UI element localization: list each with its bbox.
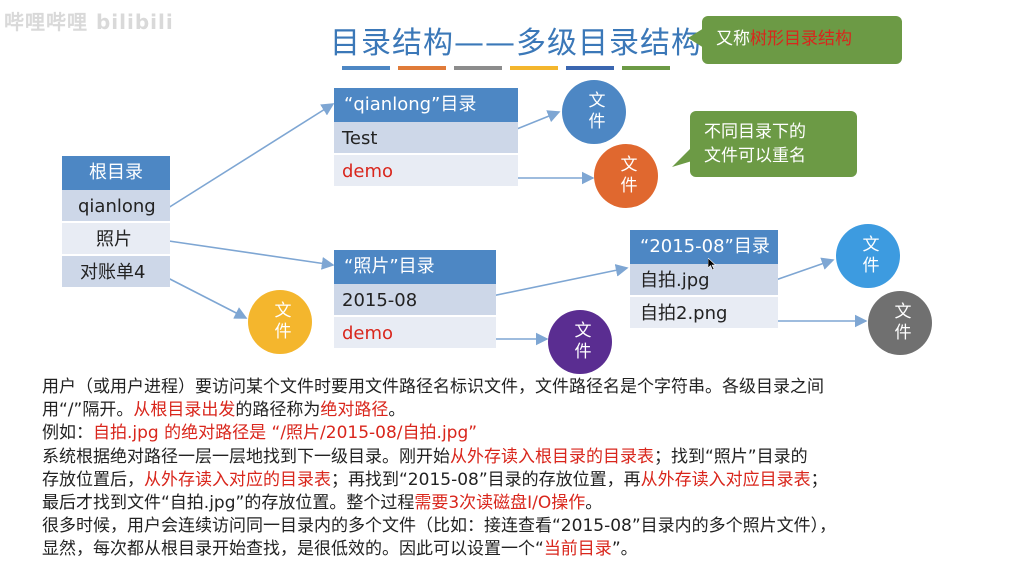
arrow-jpg-to-file xyxy=(766,257,835,284)
text: ；再找到“2015-08”目录的存放位置，再 xyxy=(331,469,641,490)
page-title: 目录结构——多级目录结构 xyxy=(330,26,702,61)
text-line: 存放位置后，从外存读入对应的目录表；再找到“2015-08”目录的存放位置，再从… xyxy=(42,469,1002,492)
text: 很多时候，用户会连续访问同一目录内的多个文件（比如：接连查看“2015-08”目… xyxy=(42,516,837,537)
text: ”。 xyxy=(611,539,638,560)
highlight-text: 绝对路径 xyxy=(320,400,389,421)
color-bar xyxy=(342,66,390,70)
callout-pointer xyxy=(672,147,692,167)
arrow-root-to-qianlong xyxy=(167,103,335,209)
table-header: “照片”目录 xyxy=(334,250,496,284)
callout-highlight: 树形目录结构 xyxy=(750,29,852,49)
qianlong-directory-table: “qianlong”目录 Test demo xyxy=(334,88,518,188)
highlight-text: 从外存读入对应目录表 xyxy=(640,469,811,490)
file-circle-test: 文件 xyxy=(562,80,626,144)
text-line: 用“/”隔开。从根目录出发的路径称为绝对路径。 xyxy=(42,399,1002,422)
highlight-text: 当前目录 xyxy=(543,539,612,560)
table-header: “qianlong”目录 xyxy=(334,88,518,122)
callout-line: 文件可以重名 xyxy=(704,146,806,166)
mouse-cursor-icon xyxy=(708,258,716,270)
color-bar xyxy=(398,66,446,70)
callout-line: 不同目录下的 xyxy=(704,122,806,142)
color-bar xyxy=(622,66,670,70)
text: 。 xyxy=(585,493,603,514)
text: 的路径称为 xyxy=(235,400,321,421)
table-row: 对账单4 xyxy=(62,256,170,289)
file-circle-selfie-jpg: 文件 xyxy=(836,224,900,288)
text: 。 xyxy=(388,400,406,421)
text: 用户（或用户进程）要访问某个文件时要用文件路径名标识文件，文件路径名是个字符串。… xyxy=(42,377,824,397)
text-line: 显然，每次都从根目录开始查找，是很低效的。因此可以设置一个“当前目录”。 xyxy=(42,538,1002,561)
color-bar xyxy=(566,66,614,70)
highlight-text: 从外存读入对应的目录表 xyxy=(144,469,331,490)
arrow-root-to-bill xyxy=(163,275,248,319)
text-line: 系统根据绝对路径一层一层地找到下一级目录。刚开始从外存读入根目录的目录表；找到“… xyxy=(42,446,1002,469)
table-header: 根目录 xyxy=(62,156,170,190)
watermark-logo: 哔哩哔哩 bilibili xyxy=(4,10,174,34)
callout-prefix: 又称 xyxy=(716,29,750,49)
callout-duplicate-names: 不同目录下的 文件可以重名 xyxy=(672,111,857,177)
file-circle-demo: 文件 xyxy=(594,144,658,208)
explanation-text: 用户（或用户进程）要访问某个文件时要用文件路径名标识文件，文件路径名是个字符串。… xyxy=(42,376,1002,562)
table-row: Test xyxy=(334,122,518,155)
text-line: 用户（或用户进程）要访问某个文件时要用文件路径名标识文件，文件路径名是个字符串。… xyxy=(42,376,1002,399)
highlight-text: 从根目录出发 xyxy=(133,400,236,421)
table-row: 2015-08 xyxy=(334,284,496,317)
table-row: qianlong xyxy=(62,190,170,223)
table-row: demo xyxy=(334,155,518,188)
highlight-text: 从外存读入根目录的目录表 xyxy=(450,446,654,467)
photo-directory-table: “照片”目录 2015-08 demo xyxy=(334,250,496,350)
highlight-text: 自拍.jpg 的绝对路径是 “/照片/2015-08/自拍.jpg” xyxy=(93,423,478,444)
text-line: 例如：自拍.jpg 的绝对路径是 “/照片/2015-08/自拍.jpg” xyxy=(42,422,1002,445)
text-line: 很多时候，用户会连续访问同一目录内的多个文件（比如：接连查看“2015-08”目… xyxy=(42,515,1002,538)
text: ； xyxy=(810,469,828,490)
text: 例如： xyxy=(42,423,93,444)
color-bar xyxy=(510,66,558,70)
text: 存放位置后， xyxy=(42,469,144,490)
table-row: 自拍2.png xyxy=(630,297,778,330)
text: 用“/”隔开。 xyxy=(42,400,134,421)
callout-tree-structure: 又称树形目录结构 xyxy=(688,16,902,64)
table-row: 照片 xyxy=(62,223,170,256)
callout-pointer xyxy=(688,28,704,48)
arrow-root-to-photos xyxy=(161,239,335,270)
text: ；找到“照片”目录的 xyxy=(654,446,808,467)
text: 最后才找到文件“自拍.jpg”的存放位置。整个过程 xyxy=(42,493,415,514)
highlight-text: 需要3次读磁盘I/O操作 xyxy=(414,493,586,514)
file-circle-selfie-png: 文件 xyxy=(868,291,932,355)
table-row: 自拍.jpg xyxy=(630,264,778,297)
file-circle-bill: 文件 xyxy=(248,290,312,354)
date-directory-table: “2015-08”目录 自拍.jpg 自拍2.png xyxy=(630,230,778,330)
root-directory-table: 根目录 qianlong 照片 对账单4 xyxy=(62,156,170,289)
text: 系统根据绝对路径一层一层地找到下一级目录。刚开始 xyxy=(42,446,450,467)
text: 显然，每次都从根目录开始查找，是很低效的。因此可以设置一个“ xyxy=(42,539,544,560)
table-row: demo xyxy=(334,317,496,350)
table-header: “2015-08”目录 xyxy=(630,230,778,264)
file-circle-photo-demo: 文件 xyxy=(548,310,612,374)
text-line: 最后才找到文件“自拍.jpg”的存放位置。整个过程需要3次读磁盘I/O操作。 xyxy=(42,492,1002,515)
color-bar xyxy=(454,66,502,70)
